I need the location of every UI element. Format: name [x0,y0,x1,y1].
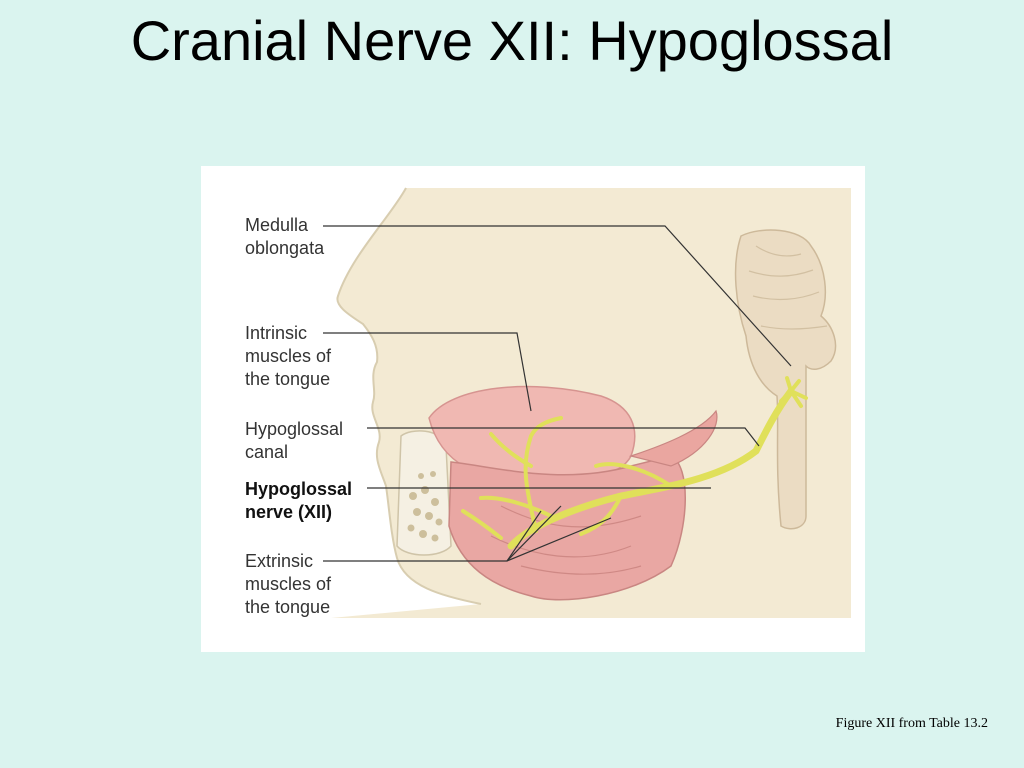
figure-caption: Figure XII from Table 13.2 [835,716,988,731]
label-medulla-line1: Medulla [245,215,309,235]
leader-intrinsic [323,332,532,412]
label-canal-line2: canal [245,442,289,462]
label-hypoglossal-canal: Hypoglossal canal [245,418,343,464]
leader-lines [323,225,792,562]
label-extrinsic-line3: the tongue [245,597,331,617]
nerve-branches [461,416,673,540]
label-canal-line1: Hypoglossal [245,419,344,439]
label-nerve-line1: Hypoglossal [245,479,353,499]
slide-title: Cranial Nerve XII: Hypoglossal [130,9,894,72]
label-intrinsic-muscles: Intrinsic muscles of the tongue [245,322,331,391]
brainstem-ridges [748,245,828,330]
leader-extrinsic-3 [506,517,612,562]
muscle-fiber-lines [490,505,642,575]
bone-marrow-dots [407,471,443,542]
label-nerve-line2: nerve (XII) [245,502,333,522]
label-extrinsic-line1: Extrinsic [245,551,314,571]
leader-extrinsic-2 [506,505,562,562]
face-profile-outside [331,188,481,618]
styloglossus-muscle [628,409,718,467]
label-medulla-line2: oblongata [245,238,325,258]
leader-canal [367,427,760,447]
anatomy-figure: Medulla oblongata Intrinsic muscles of t… [201,166,865,652]
leader-medulla [323,225,792,367]
label-intrinsic-line3: the tongue [245,369,331,389]
label-intrinsic-line2: muscles of [245,346,332,366]
label-medulla-oblongata: Medulla oblongata [245,214,324,260]
face-profile-outline [336,187,482,605]
label-extrinsic-muscles: Extrinsic muscles of the tongue [245,550,331,619]
nerve-rootlets [779,376,808,408]
label-extrinsic-line2: muscles of [245,574,332,594]
label-hypoglossal-nerve: Hypoglossal nerve (XII) [245,478,352,524]
hypoglossal-illustration [323,187,851,618]
hypoglossal-nerve [507,387,795,550]
label-intrinsic-line1: Intrinsic [245,323,308,343]
